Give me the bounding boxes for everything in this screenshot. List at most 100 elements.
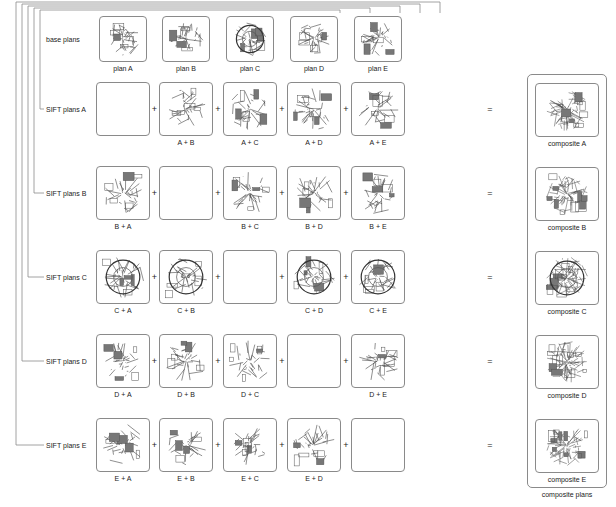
plan-caption: D + C <box>241 391 259 399</box>
empty-box <box>96 82 150 136</box>
sift-plan-box: B + D <box>287 166 341 220</box>
plan-drawing <box>288 83 340 135</box>
plan-drawing <box>288 167 340 219</box>
plus-sign: + <box>343 104 348 114</box>
plan-caption: B + A <box>115 223 132 231</box>
sift-plan-box: D + B <box>159 334 213 388</box>
sift-plan-box: D + A <box>96 334 150 388</box>
plan-caption: D + A <box>114 391 131 399</box>
bracket-line <box>22 4 420 361</box>
plus-sign: + <box>152 440 157 450</box>
plus-sign: + <box>279 272 284 282</box>
equals-sign: = <box>487 356 492 366</box>
plan-caption: A + C <box>241 139 258 147</box>
plus-sign: + <box>215 272 220 282</box>
plan-caption: composite C <box>548 308 587 316</box>
plus-sign: + <box>279 104 284 114</box>
plan-drawing <box>163 17 209 61</box>
sift-plan-box: E + A <box>96 418 150 472</box>
plan-caption: composite E <box>548 476 587 484</box>
plan-caption: E + C <box>241 475 259 483</box>
plan-caption: B + E <box>369 223 386 231</box>
plan-caption: composite A <box>548 140 586 148</box>
plan-drawing <box>352 335 404 387</box>
plus-sign: + <box>215 440 220 450</box>
sift-plan-box: A + C <box>223 82 277 136</box>
composite-plan-box: composite B <box>535 167 599 221</box>
plan-caption: E + A <box>115 475 132 483</box>
composite-plan-box: composite D <box>535 335 599 389</box>
row-label: base plans <box>46 36 80 43</box>
plan-drawing <box>536 420 598 472</box>
plan-drawing <box>288 419 340 471</box>
plan-caption: E + B <box>177 475 194 483</box>
sift-plan-box: A + D <box>287 82 341 136</box>
base-plan-box: plan C <box>226 16 274 62</box>
plan-drawing <box>352 251 404 303</box>
plan-drawing <box>224 419 276 471</box>
plan-drawing <box>291 17 337 61</box>
plan-caption: C + E <box>369 307 387 315</box>
plan-drawing <box>536 84 598 136</box>
plan-caption: composite B <box>548 224 587 232</box>
plan-drawing <box>536 168 598 220</box>
plus-sign: + <box>152 104 157 114</box>
plan-caption: D + B <box>177 391 195 399</box>
plus-sign: + <box>279 440 284 450</box>
equals-sign: = <box>487 104 492 114</box>
equals-sign: = <box>487 272 492 282</box>
composite-panel: composite planscomposite Acomposite Bcom… <box>527 74 607 488</box>
plan-drawing <box>97 335 149 387</box>
plan-caption: C + D <box>305 307 323 315</box>
sift-plan-box: D + C <box>223 334 277 388</box>
plus-sign: + <box>152 188 157 198</box>
plus-sign: + <box>343 272 348 282</box>
plus-sign: + <box>279 188 284 198</box>
sift-plan-box: C + B <box>159 250 213 304</box>
plan-drawing <box>352 167 404 219</box>
sift-plan-box: C + D <box>287 250 341 304</box>
row-label: SIFT plans C <box>46 274 87 281</box>
bracket-line <box>16 2 440 445</box>
plan-drawing <box>536 336 598 388</box>
base-plan-box: plan D <box>290 16 338 62</box>
plan-caption: A + B <box>178 139 195 147</box>
plan-caption: plan E <box>368 65 388 73</box>
plus-sign: + <box>152 272 157 282</box>
plan-caption: B + C <box>241 223 259 231</box>
plan-drawing <box>97 251 149 303</box>
plus-sign: + <box>343 356 348 366</box>
base-plan-box: plan A <box>99 16 147 62</box>
row-label: SIFT plans D <box>46 358 87 365</box>
sift-plan-box: A + E <box>351 82 405 136</box>
plus-sign: + <box>343 188 348 198</box>
equals-sign: = <box>487 188 492 198</box>
plan-drawing <box>100 17 146 61</box>
plan-caption: A + E <box>370 139 387 147</box>
plan-drawing <box>224 335 276 387</box>
plus-sign: + <box>152 356 157 366</box>
plan-drawing <box>160 251 212 303</box>
sift-plan-box: E + B <box>159 418 213 472</box>
plan-drawing <box>224 167 276 219</box>
plan-caption: B + D <box>305 223 323 231</box>
row-label: SIFT plans E <box>46 442 86 449</box>
base-plan-box: plan E <box>354 16 402 62</box>
plus-sign: + <box>343 440 348 450</box>
composite-plan-box: composite C <box>535 251 599 305</box>
plan-drawing <box>288 251 340 303</box>
plus-sign: + <box>215 188 220 198</box>
plan-drawing <box>160 335 212 387</box>
row-label: SIFT plans B <box>46 190 86 197</box>
plan-drawing <box>160 419 212 471</box>
plan-drawing <box>97 419 149 471</box>
plus-sign: + <box>215 104 220 114</box>
plan-caption: plan A <box>113 65 132 73</box>
plan-caption: composite plans <box>542 491 593 499</box>
plan-drawing <box>355 17 401 61</box>
sift-plan-box: B + C <box>223 166 277 220</box>
plan-caption: plan D <box>304 65 324 73</box>
plan-caption: E + D <box>305 475 323 483</box>
plan-caption: plan B <box>176 65 196 73</box>
sift-plan-box: B + E <box>351 166 405 220</box>
